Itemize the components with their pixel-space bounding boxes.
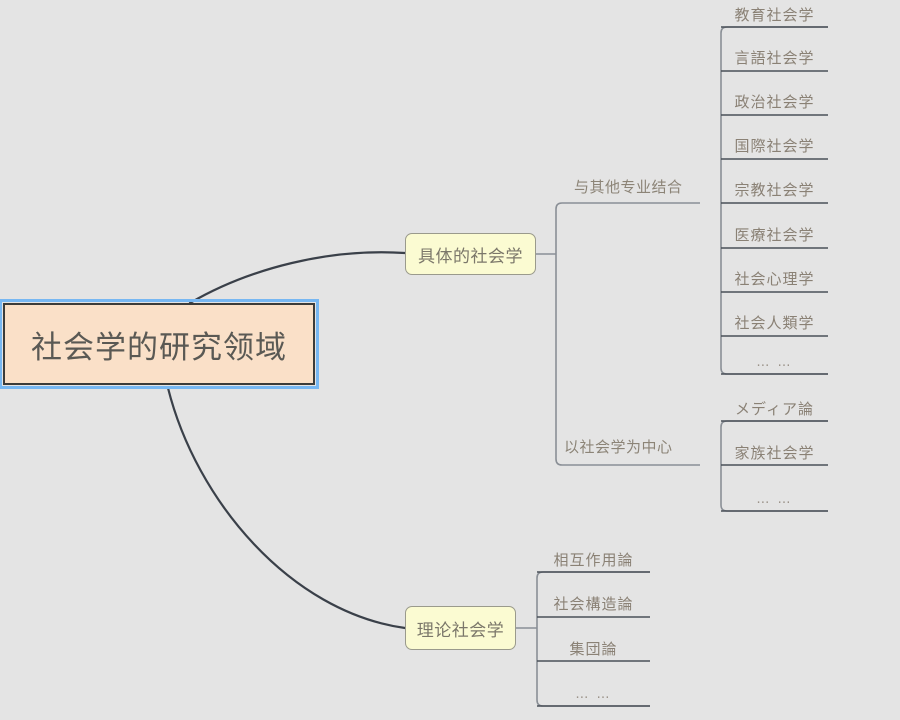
leaf-item-ellipsis[interactable]: … … <box>756 492 793 507</box>
branch-node-concrete[interactable]: 具体的社会学 <box>405 233 536 275</box>
leaf-item[interactable]: 集団論 <box>569 640 618 658</box>
branch-node-concrete-label: 具体的社会学 <box>418 246 523 267</box>
leaf-item-ellipsis[interactable]: … … <box>756 355 793 370</box>
leaf-item[interactable]: 教育社会学 <box>734 6 815 24</box>
leaf-item[interactable]: 家族社会学 <box>734 444 815 462</box>
leaf-item[interactable]: 医療社会学 <box>734 226 815 244</box>
branch-node-theory-label: 理论社会学 <box>416 620 505 641</box>
branch-node-theory[interactable]: 理论社会学 <box>405 606 516 650</box>
leaf-item[interactable]: 社会構造論 <box>553 595 634 613</box>
edge-root-to-theory <box>166 386 407 630</box>
leaf-item-ellipsis[interactable]: … … <box>575 687 612 702</box>
root-node[interactable]: 社会学的研究领域 <box>0 299 319 389</box>
leaf-item[interactable]: 宗教社会学 <box>734 181 815 199</box>
edge-root-to-concrete <box>188 251 407 305</box>
leaf-item[interactable]: 国際社会学 <box>734 137 815 155</box>
root-node-label: 社会学的研究领域 <box>31 329 287 366</box>
leaf-item[interactable]: 社会人類学 <box>734 314 815 332</box>
sub-branch-centered[interactable]: 以社会学为中心 <box>564 438 673 456</box>
leaf-item[interactable]: 相互作用論 <box>553 551 634 569</box>
leaf-item[interactable]: 社会心理学 <box>734 270 815 288</box>
sub-branch-interdisciplinary[interactable]: 与其他专业结合 <box>574 178 683 196</box>
leaf-item[interactable]: メディア論 <box>735 400 814 418</box>
leaf-item[interactable]: 言語社会学 <box>734 49 815 67</box>
edge-concrete-bracket <box>555 202 700 466</box>
leaf-item[interactable]: 政治社会学 <box>734 93 815 111</box>
